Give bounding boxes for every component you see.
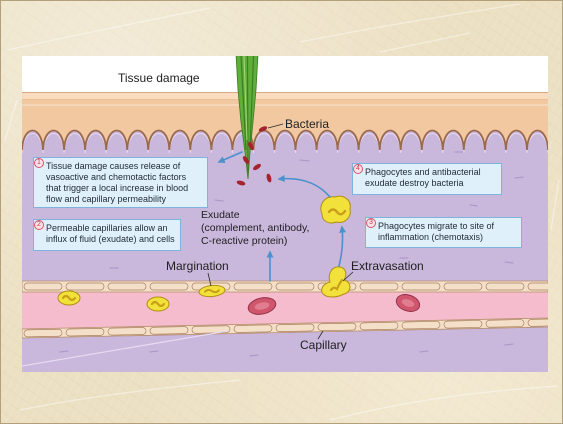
capillary-wall-cell bbox=[276, 324, 314, 332]
exudate-label-line: C-reactive protein) bbox=[201, 235, 309, 248]
step-1-text-line: that trigger a local increase in blood bbox=[46, 183, 204, 194]
step-2-callout: 2 Permeable capillaries allow an influx … bbox=[33, 219, 181, 251]
phagocyte-in-tissue bbox=[321, 196, 350, 223]
capillary-wall-cell bbox=[24, 283, 62, 290]
parchment-streak bbox=[330, 386, 558, 420]
parchment-streak bbox=[300, 4, 520, 42]
step-1-number-badge: 1 bbox=[34, 158, 44, 168]
capillary-wall-cell bbox=[108, 283, 146, 290]
step-4-text-line: Phagocytes and antibacterial bbox=[365, 167, 498, 178]
capillary-wall-cell bbox=[528, 319, 563, 327]
stratum-corneum bbox=[22, 92, 548, 99]
step-2-text-line: Permeable capillaries allow an bbox=[46, 223, 177, 234]
parchment-streak bbox=[551, 180, 559, 230]
step-3-text-line: inflammation (chemotaxis) bbox=[378, 232, 518, 243]
extravasation-label: Extravasation bbox=[351, 259, 424, 273]
capillary-wall-cell bbox=[360, 283, 398, 290]
step-2-text-line: influx of fluid (exudate) and cells bbox=[46, 234, 177, 245]
capillary-wall-cell bbox=[528, 283, 563, 290]
step-1-text-line: vasoactive and chemotactic factors bbox=[46, 172, 204, 183]
step-2-number-badge: 2 bbox=[34, 220, 44, 230]
step-4-text-line: exudate destroy bacteria bbox=[365, 178, 498, 189]
phagocyte-in-capillary bbox=[147, 297, 169, 311]
step-4-callout: 4 Phagocytes and antibacterial exudate d… bbox=[352, 163, 502, 195]
capillary-wall-cell bbox=[360, 322, 398, 330]
tissue-damage-label: Tissue damage bbox=[118, 71, 200, 85]
capillary-wall-cell bbox=[402, 321, 440, 329]
exudate-label: Exudate (complement, antibody, C-reactiv… bbox=[201, 209, 309, 248]
splinter-grain bbox=[248, 56, 249, 172]
capillary-label: Capillary bbox=[300, 338, 347, 352]
capillary-wall-cell bbox=[66, 283, 104, 290]
capillary-wall-cell bbox=[24, 329, 62, 337]
capillary-wall-cell bbox=[66, 328, 104, 336]
step-3-number-badge: 3 bbox=[366, 218, 376, 228]
bacteria-label: Bacteria bbox=[285, 117, 329, 131]
parchment-streak bbox=[5, 100, 17, 140]
parchment-streak bbox=[20, 380, 240, 410]
capillary-wall-cell bbox=[108, 327, 146, 335]
exudate-label-line: (complement, antibody, bbox=[201, 222, 309, 235]
capillary-wall-cell bbox=[276, 283, 314, 290]
step-4-number-badge: 4 bbox=[353, 164, 363, 174]
margination-label: Margination bbox=[166, 259, 229, 273]
phagocyte-in-capillary bbox=[58, 291, 80, 305]
parchment-streak bbox=[380, 33, 470, 52]
step-3-callout: 3 Phagocytes migrate to site of inflamma… bbox=[365, 217, 522, 248]
capillary-wall-cell bbox=[318, 323, 356, 331]
capillary-wall-cell bbox=[234, 325, 272, 333]
step-1-callout: 1 Tissue damage causes release of vasoac… bbox=[33, 157, 208, 208]
exudate-label-line: Exudate bbox=[201, 209, 309, 222]
capillary-wall-cell bbox=[486, 320, 524, 328]
capillary-wall-cell bbox=[444, 283, 482, 290]
step-3-text-line: Phagocytes migrate to site of bbox=[378, 221, 518, 232]
capillary-wall-cell bbox=[444, 320, 482, 328]
parchment-streak bbox=[8, 8, 210, 50]
step-1-text-line: flow and capillary permeability bbox=[46, 194, 204, 205]
capillary-wall-cell bbox=[150, 283, 188, 290]
capillary-wall-cell bbox=[486, 283, 524, 290]
capillary-wall-cell bbox=[150, 327, 188, 335]
capillary-wall-cell bbox=[402, 283, 440, 290]
capillary-wall-cell bbox=[234, 283, 272, 290]
step-1-text-line: Tissue damage causes release of bbox=[46, 161, 204, 172]
